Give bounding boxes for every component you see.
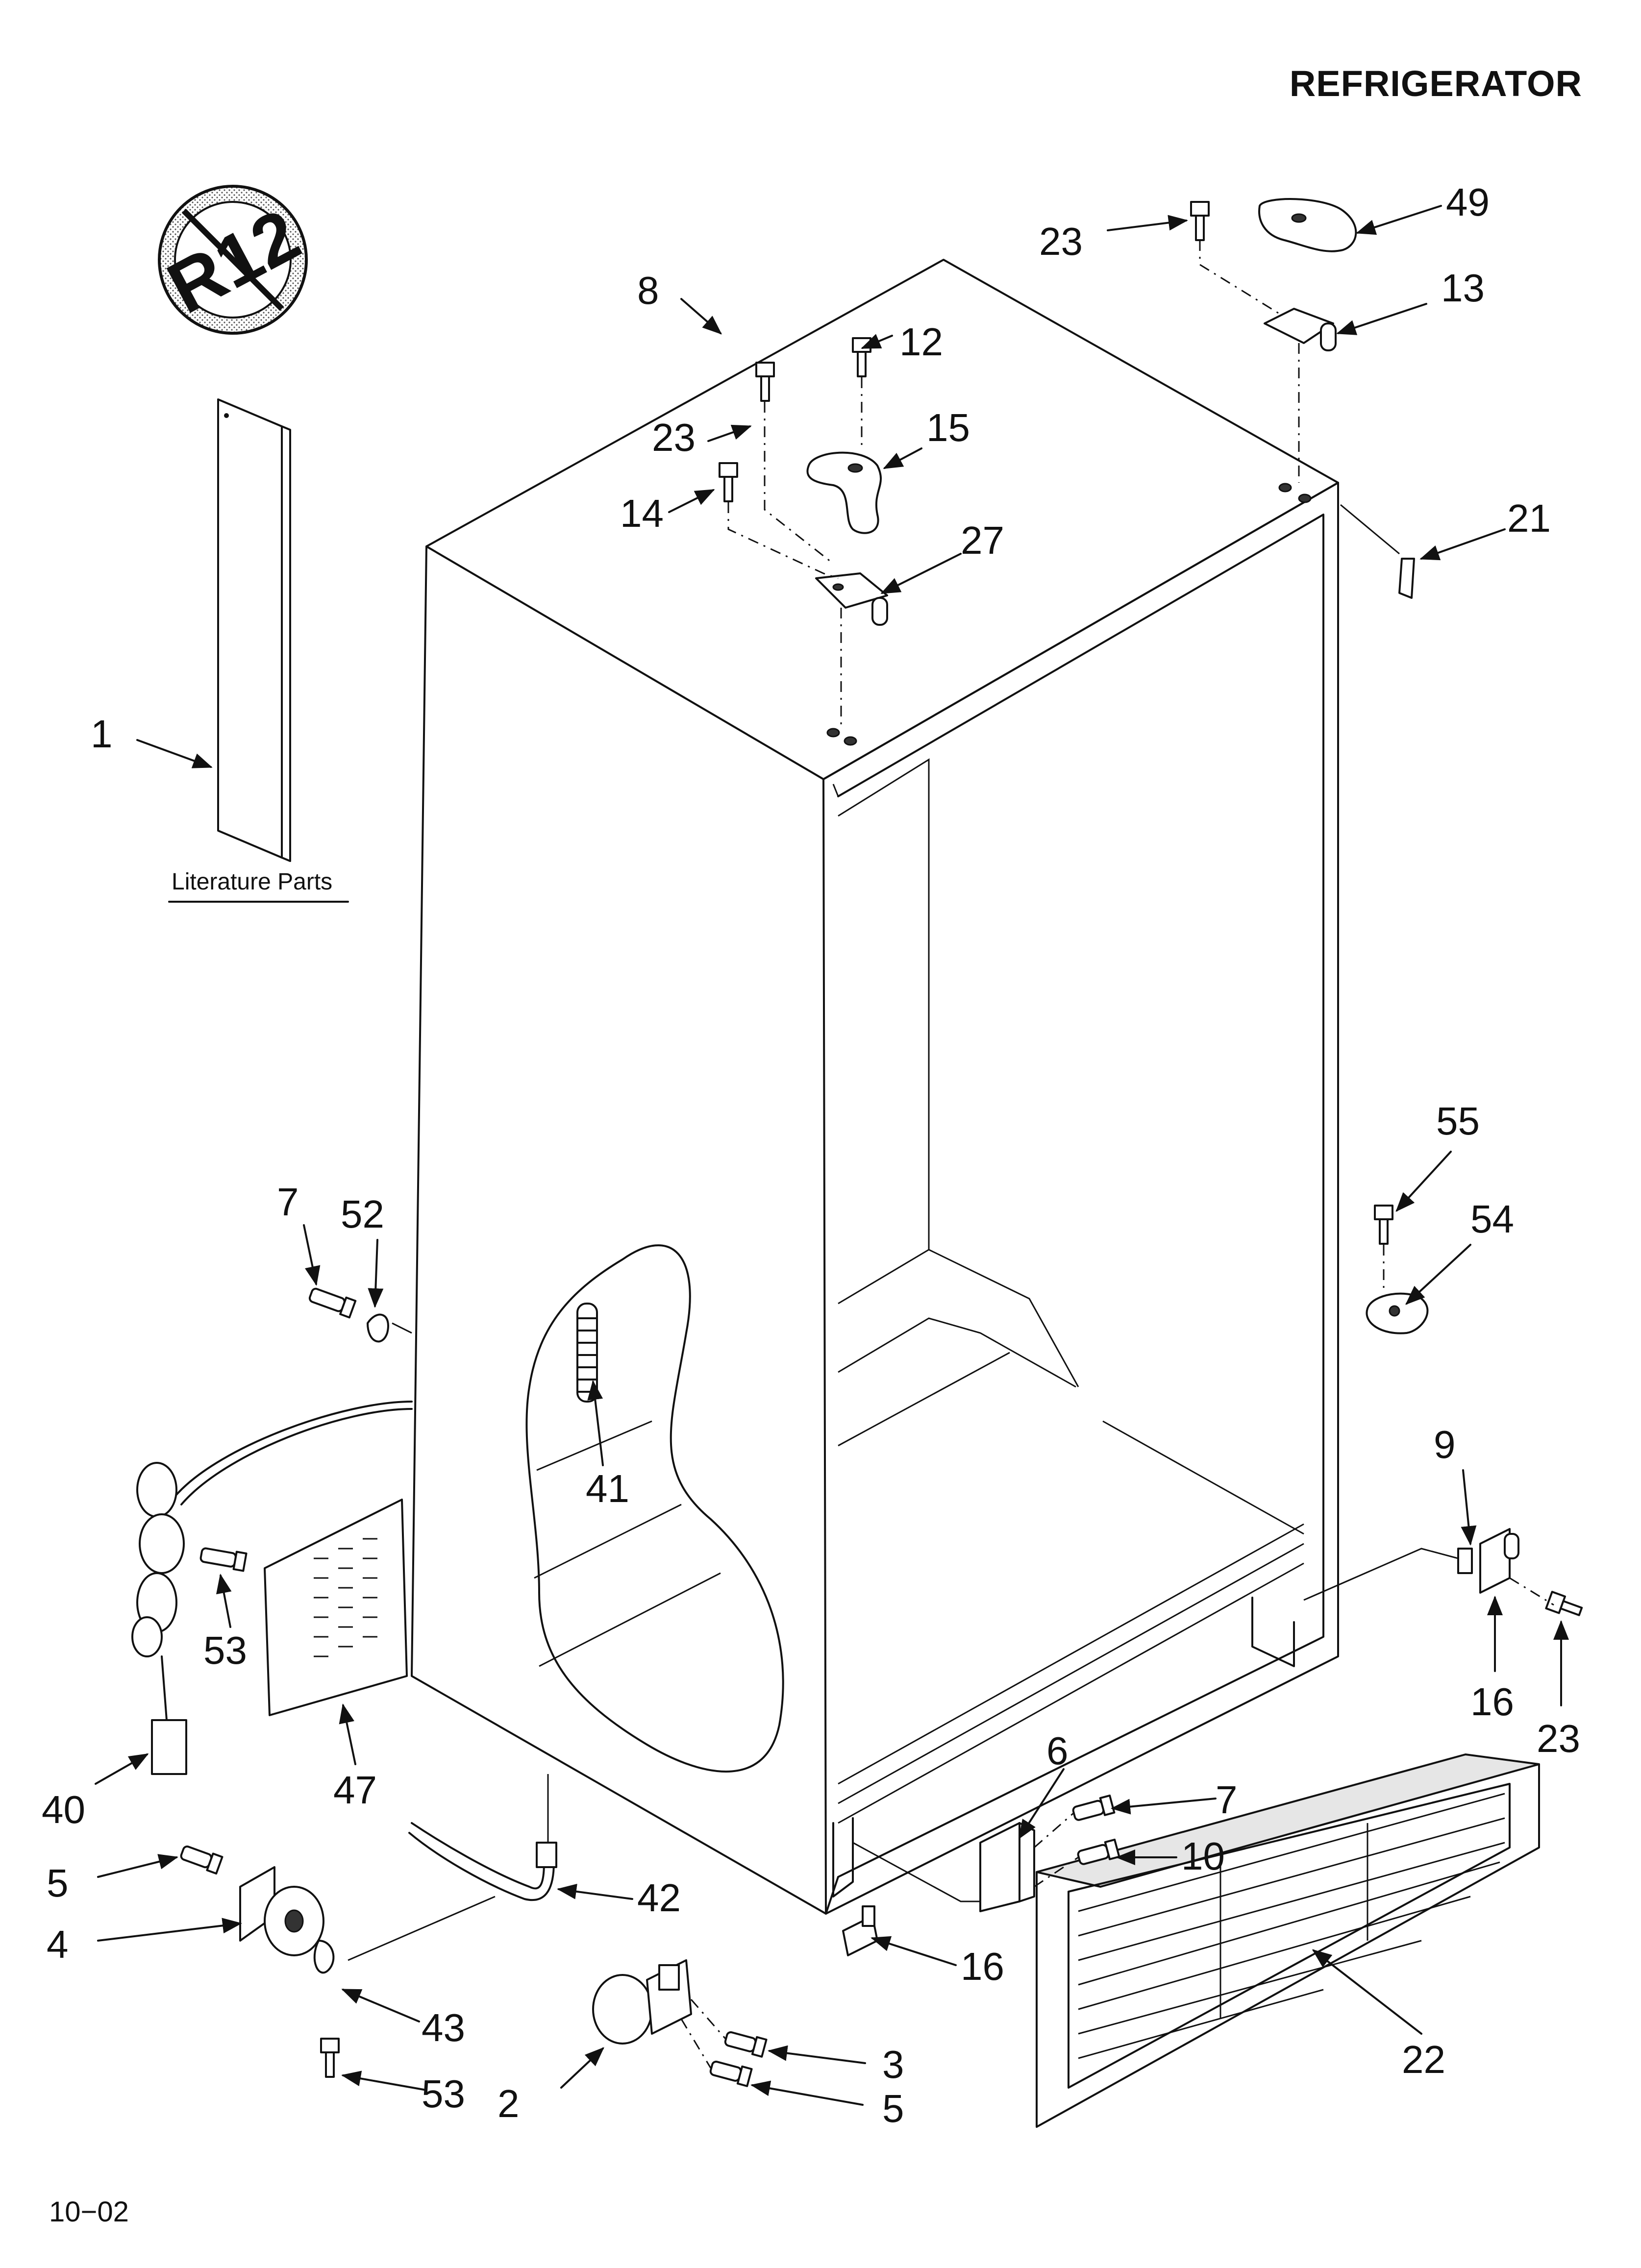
callout-3: 3 xyxy=(882,2043,904,2086)
callout-2: 2 xyxy=(497,2082,520,2125)
part-41-spring xyxy=(576,1303,598,1403)
leader-arrows xyxy=(95,205,1569,2106)
callout-41: 41 xyxy=(586,1467,629,1510)
callout-4: 4 xyxy=(47,1923,69,1966)
part-7-52 xyxy=(308,1287,412,1343)
callout-7: 7 xyxy=(277,1180,299,1224)
callout-21: 21 xyxy=(1507,496,1551,540)
callout-53: 53 xyxy=(203,1628,247,1672)
callout-16: 16 xyxy=(1470,1680,1514,1724)
callout-9: 9 xyxy=(1434,1423,1456,1466)
part-2-hinge xyxy=(592,1959,768,2087)
callout-22: 22 xyxy=(1402,2038,1445,2081)
callout-15: 15 xyxy=(926,406,970,449)
callout-7: 7 xyxy=(1216,1778,1238,1822)
diagram-title: REFRIGERATOR xyxy=(1289,63,1582,104)
callout-43: 43 xyxy=(422,2006,465,2049)
callout-14: 14 xyxy=(620,492,664,535)
callout-42: 42 xyxy=(637,1876,681,1920)
callout-5: 5 xyxy=(882,2087,904,2130)
part-40-47 xyxy=(131,1401,413,1775)
part-54-55 xyxy=(1366,1205,1429,1334)
callout-49: 49 xyxy=(1446,180,1490,224)
part-4-caster xyxy=(180,1845,340,2078)
no-r12-icon: R12 xyxy=(154,185,312,335)
callout-13: 13 xyxy=(1441,266,1485,310)
callout-54: 54 xyxy=(1470,1197,1514,1241)
callout-23: 23 xyxy=(1537,1717,1580,1760)
callout-16: 16 xyxy=(961,1945,1004,1988)
callout-8: 8 xyxy=(637,269,659,312)
callout-53: 53 xyxy=(422,2072,465,2116)
callout-47: 47 xyxy=(333,1768,377,1812)
callout-12: 12 xyxy=(899,320,943,364)
callout-23: 23 xyxy=(1039,220,1083,263)
callout-55: 55 xyxy=(1436,1099,1480,1143)
callout-numbers: 1 8 12 23 15 14 27 23 49 13 21 55 54 9 1… xyxy=(42,180,1580,2130)
revision-code: 10−02 xyxy=(49,2196,129,2228)
callout-40: 40 xyxy=(42,1788,85,1831)
callout-52: 52 xyxy=(341,1192,384,1236)
callout-27: 27 xyxy=(961,518,1004,562)
part-22-grille xyxy=(1036,1753,1540,2128)
callout-23: 23 xyxy=(652,416,696,459)
callout-6: 6 xyxy=(1046,1729,1069,1773)
callout-1: 1 xyxy=(91,712,113,756)
callout-5: 5 xyxy=(47,1861,69,1905)
part-9-16-23 xyxy=(1303,1528,1583,1616)
literature-parts xyxy=(168,398,349,903)
literature-caption: Literature Parts xyxy=(172,869,332,895)
callout-10: 10 xyxy=(1181,1834,1225,1878)
top-hinge-right xyxy=(1190,198,1415,599)
part-42-tube xyxy=(348,1774,557,1961)
